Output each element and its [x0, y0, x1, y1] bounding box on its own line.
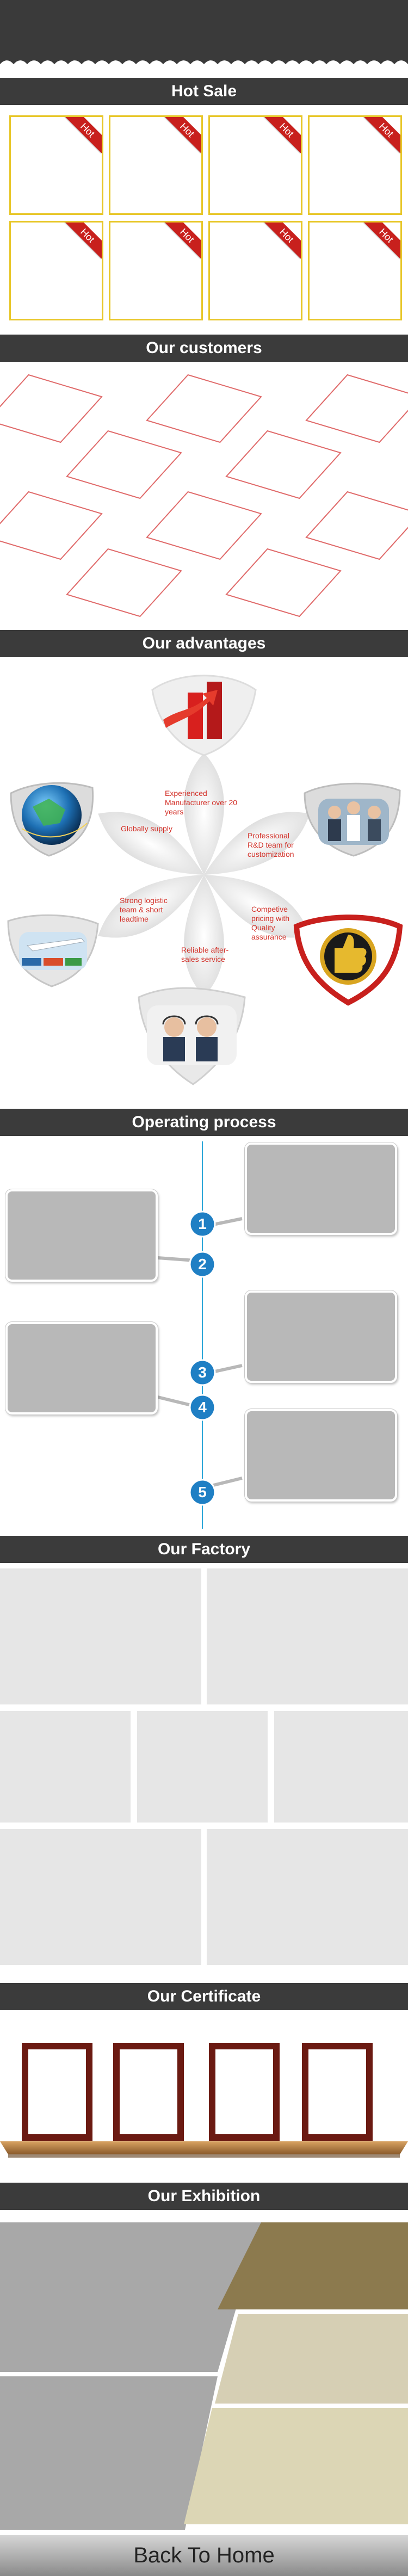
factory-photo: [137, 1711, 268, 1823]
back-to-home-bar[interactable]: [0, 2535, 408, 2576]
process-step-5-box: [245, 1409, 397, 1502]
section-header-operating: Operating process: [0, 1109, 408, 1136]
certificate-frame: [113, 2043, 184, 2141]
section-header-hot-sale: Hot Sale: [0, 78, 408, 105]
section-header-customers: Our customers: [0, 335, 408, 362]
step-number: 5: [198, 1484, 207, 1500]
process-step-3-box: [245, 1290, 397, 1383]
section-title: Hot Sale: [171, 82, 237, 100]
certificate-frame: [302, 2043, 373, 2141]
step-number: 4: [198, 1399, 207, 1416]
hot-badge: Hot: [363, 117, 400, 153]
customers-diamond-grid: [0, 374, 408, 617]
advantage-experienced: Experienced Manufacturer over 20 years: [165, 789, 238, 816]
factory-photo: [207, 1829, 408, 1965]
factory-photo: [274, 1711, 408, 1823]
airplane-logistics-icon: [7, 914, 99, 987]
section-header-exhibition: Our Exhibition: [0, 2183, 408, 2210]
step-number: 2: [198, 1256, 207, 1272]
customer-service-icon: [138, 987, 246, 1085]
section-title: Our customers: [146, 339, 262, 357]
advantage-logistics: Strong logistic team & short leadtime: [120, 896, 168, 923]
globe-icon: [10, 782, 94, 857]
hot-product-card[interactable]: Hot: [208, 115, 302, 215]
process-step-1-box: [245, 1142, 397, 1235]
section-header-certificate: Our Certificate: [0, 1983, 408, 2010]
scalloped-edge: [0, 60, 408, 72]
customer-logo-tile: [305, 491, 408, 560]
customer-logo-tile: [305, 374, 408, 443]
section-title: Our Factory: [157, 1540, 251, 1558]
section-title: Our Certificate: [147, 1987, 261, 2005]
advantage-global: Globally supply: [121, 824, 172, 833]
factory-photo: [0, 1829, 201, 1965]
hot-badge: Hot: [64, 223, 102, 259]
hot-badge: Hot: [263, 223, 301, 259]
customer-logo-tile: [225, 430, 342, 499]
customer-logo-tile: [66, 430, 182, 499]
hot-product-card[interactable]: Hot: [9, 115, 103, 215]
section-title: Our advantages: [142, 634, 266, 652]
hot-product-card[interactable]: Hot: [308, 115, 402, 215]
step-number: 3: [198, 1364, 207, 1381]
top-banner: [0, 0, 408, 64]
hot-product-card[interactable]: Hot: [9, 221, 103, 320]
hot-badge: Hot: [164, 223, 201, 259]
step-circles: [189, 1210, 216, 1506]
hot-badge: Hot: [164, 117, 201, 153]
customer-logo-tile: [0, 374, 103, 443]
exhibition-collage: [0, 2222, 408, 2530]
advantage-after-sales: Reliable after-sales service: [181, 946, 229, 963]
hot-product-card[interactable]: Hot: [308, 221, 402, 320]
back-to-home-button[interactable]: Back To Home: [133, 2543, 275, 2567]
business-team-icon: [304, 782, 401, 857]
factory-photo: [0, 1568, 201, 1704]
step-number: 1: [198, 1215, 207, 1232]
customer-logo-tile: [225, 548, 342, 617]
customer-logo-tile: [146, 491, 262, 560]
thumbs-up-icon: [293, 915, 403, 1006]
advantages-flower: [7, 675, 403, 1085]
certificate-shelf: [0, 2043, 408, 2158]
customer-logo-tile: [146, 374, 262, 443]
customer-logo-tile: [0, 491, 103, 560]
process-step-2-box: [5, 1189, 158, 1282]
section-header-advantages: Our advantages: [0, 630, 408, 657]
hot-product-card[interactable]: Hot: [109, 221, 203, 320]
certificate-frame: [22, 2043, 92, 2141]
hot-product-card[interactable]: Hot: [109, 115, 203, 215]
factory-photo: [0, 1711, 131, 1823]
advantage-pricing: Competive pricing with Quality assurance: [251, 905, 290, 941]
hot-badge: Hot: [64, 117, 102, 153]
hot-badge: Hot: [263, 117, 301, 153]
process-timeline: [157, 1141, 243, 1529]
process-step-4-box: [5, 1322, 158, 1414]
section-title: Our Exhibition: [147, 2187, 261, 2205]
hot-badge: Hot: [363, 223, 400, 259]
hot-product-card[interactable]: Hot: [208, 221, 302, 320]
chart-arrow-icon: [151, 675, 257, 756]
factory-photo: [207, 1568, 408, 1704]
section-title: Operating process: [132, 1113, 276, 1131]
customer-logo-tile: [66, 548, 182, 617]
advantage-rnd: Professional R&D team for customization: [248, 831, 294, 858]
certificate-frame: [209, 2043, 280, 2141]
section-header-factory: Our Factory: [0, 1536, 408, 1563]
